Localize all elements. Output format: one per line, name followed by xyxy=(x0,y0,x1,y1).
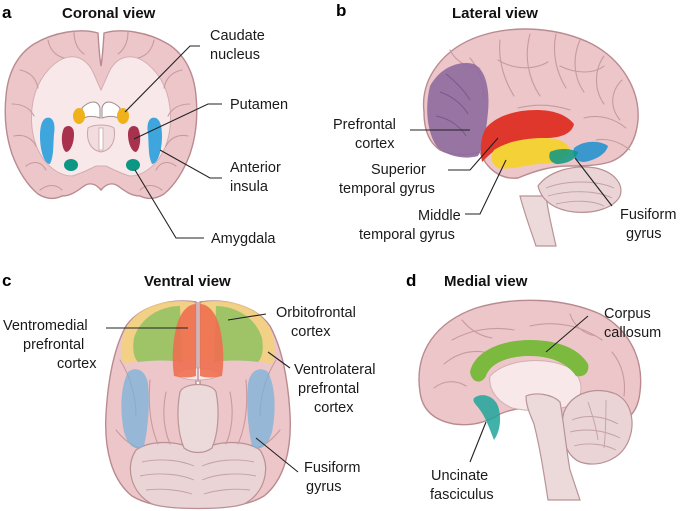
ventral-fusiform-right xyxy=(247,369,275,449)
leader-amygdala xyxy=(134,169,204,239)
label-middle-2: temporal gyrus xyxy=(359,227,455,243)
label-prefrontal-1: Prefrontal xyxy=(333,117,396,133)
leader-middle xyxy=(465,159,507,215)
lateral-prefrontal-cortex xyxy=(427,62,489,158)
ventral-vmpfc-right xyxy=(200,304,224,378)
label-insula-1: Anterior xyxy=(230,160,281,176)
label-vl-3: cortex xyxy=(314,400,354,416)
label-unc-2: fasciculus xyxy=(430,487,494,503)
lateral-fusiform-blue xyxy=(573,141,608,162)
label-fusiform-c-1: Fusiform xyxy=(304,460,360,476)
ventral-vmpfc-left xyxy=(172,304,196,378)
coronal-sulci xyxy=(11,31,191,191)
label-fusiform-b-1: Fusiform xyxy=(620,207,676,223)
label-putamen: Putamen xyxy=(230,97,288,113)
lateral-fusiform-green xyxy=(549,149,578,164)
label-ofc-2: cortex xyxy=(291,324,331,340)
panel-a-coronal: a Coronal view Caudate nucleus Putam xyxy=(2,3,288,247)
label-superior-2: temporal gyrus xyxy=(339,181,435,197)
medial-uncinate-fasciculus xyxy=(473,395,501,440)
medial-corpus-callosum xyxy=(470,340,589,382)
amygdala-right xyxy=(126,159,140,171)
medial-gyri xyxy=(433,313,626,397)
label-vl-2: prefrontal xyxy=(298,381,359,397)
leader-insula xyxy=(159,149,222,179)
label-prefrontal-2: cortex xyxy=(355,136,395,152)
lateral-ventricles xyxy=(81,101,121,119)
lateral-cerebellum xyxy=(537,166,622,213)
leader-putamen xyxy=(133,103,222,140)
leader-superior xyxy=(448,137,499,171)
insula-right xyxy=(147,117,162,164)
label-caudate-2: nucleus xyxy=(210,47,260,63)
leader-ofc xyxy=(227,313,267,321)
label-fusiform-b-2: gyrus xyxy=(626,226,661,242)
ventral-ofc-right xyxy=(214,306,263,362)
panel-c-title: Ventral view xyxy=(144,273,231,290)
ventral-brainstem xyxy=(177,383,219,454)
leader-caudate xyxy=(124,45,200,113)
panel-a-letter: a xyxy=(2,3,12,22)
panel-c-ventral: c Ventral view Ventromedial pr xyxy=(2,271,375,510)
lateral-superior-temporal xyxy=(480,110,574,162)
medial-cerebellum-folia xyxy=(569,399,621,451)
panel-d-title: Medial view xyxy=(444,273,528,290)
label-vm-1: Ventromedial xyxy=(3,318,88,334)
ventral-fusiform-left xyxy=(121,369,149,449)
label-middle-1: Middle xyxy=(418,208,461,224)
label-superior-1: Superior xyxy=(371,162,426,178)
label-ofc-1: Orbitofrontal xyxy=(276,305,356,321)
leader-fusiform-c xyxy=(255,437,299,473)
label-caudate-1: Caudate xyxy=(210,28,265,44)
panel-d-letter: d xyxy=(406,271,416,290)
panel-b-title: Lateral view xyxy=(452,5,538,22)
lateral-gyri xyxy=(449,33,631,151)
leader-fusiform-b xyxy=(574,157,613,207)
panel-b-letter: b xyxy=(336,1,346,20)
lateral-middle-temporal xyxy=(491,138,570,169)
label-cc-1: Corpus xyxy=(604,306,651,322)
caudate-right xyxy=(117,108,129,124)
panel-d-medial: d Medial view Corpus callosum Uncinate f… xyxy=(406,271,661,503)
label-vl-1: Ventrolateral xyxy=(294,362,375,378)
lateral-cerebellum-folia xyxy=(545,181,615,207)
label-cc-2: callosum xyxy=(604,325,661,341)
caudate-left xyxy=(73,108,85,124)
insula-left xyxy=(40,117,55,164)
label-fusiform-c-2: gyrus xyxy=(306,479,341,495)
label-amygdala: Amygdala xyxy=(211,231,276,247)
label-unc-1: Uncinate xyxy=(431,468,488,484)
ventral-cerebellum-folia xyxy=(139,459,257,495)
panel-c-letter: c xyxy=(2,271,11,290)
lateral-brainstem xyxy=(519,195,557,247)
amygdala-left xyxy=(64,159,78,171)
leader-corpus-callosum xyxy=(545,315,589,353)
ventral-ofc-left xyxy=(133,306,182,362)
leader-vlpfc xyxy=(267,351,291,369)
medial-cerebellum xyxy=(561,390,633,465)
label-vm-2: prefrontal xyxy=(23,337,84,353)
label-vm-3: cortex xyxy=(57,356,97,372)
leader-uncinate xyxy=(469,421,487,463)
panel-a-title: Coronal view xyxy=(62,5,156,22)
label-insula-2: insula xyxy=(230,179,269,195)
third-ventricle xyxy=(98,127,104,151)
panel-b-lateral: b Lateral view Prefrontal cortex Superio… xyxy=(333,1,676,247)
medial-brainstem xyxy=(525,393,581,501)
prefrontal-folds xyxy=(435,73,471,137)
putamen-left xyxy=(61,126,74,152)
